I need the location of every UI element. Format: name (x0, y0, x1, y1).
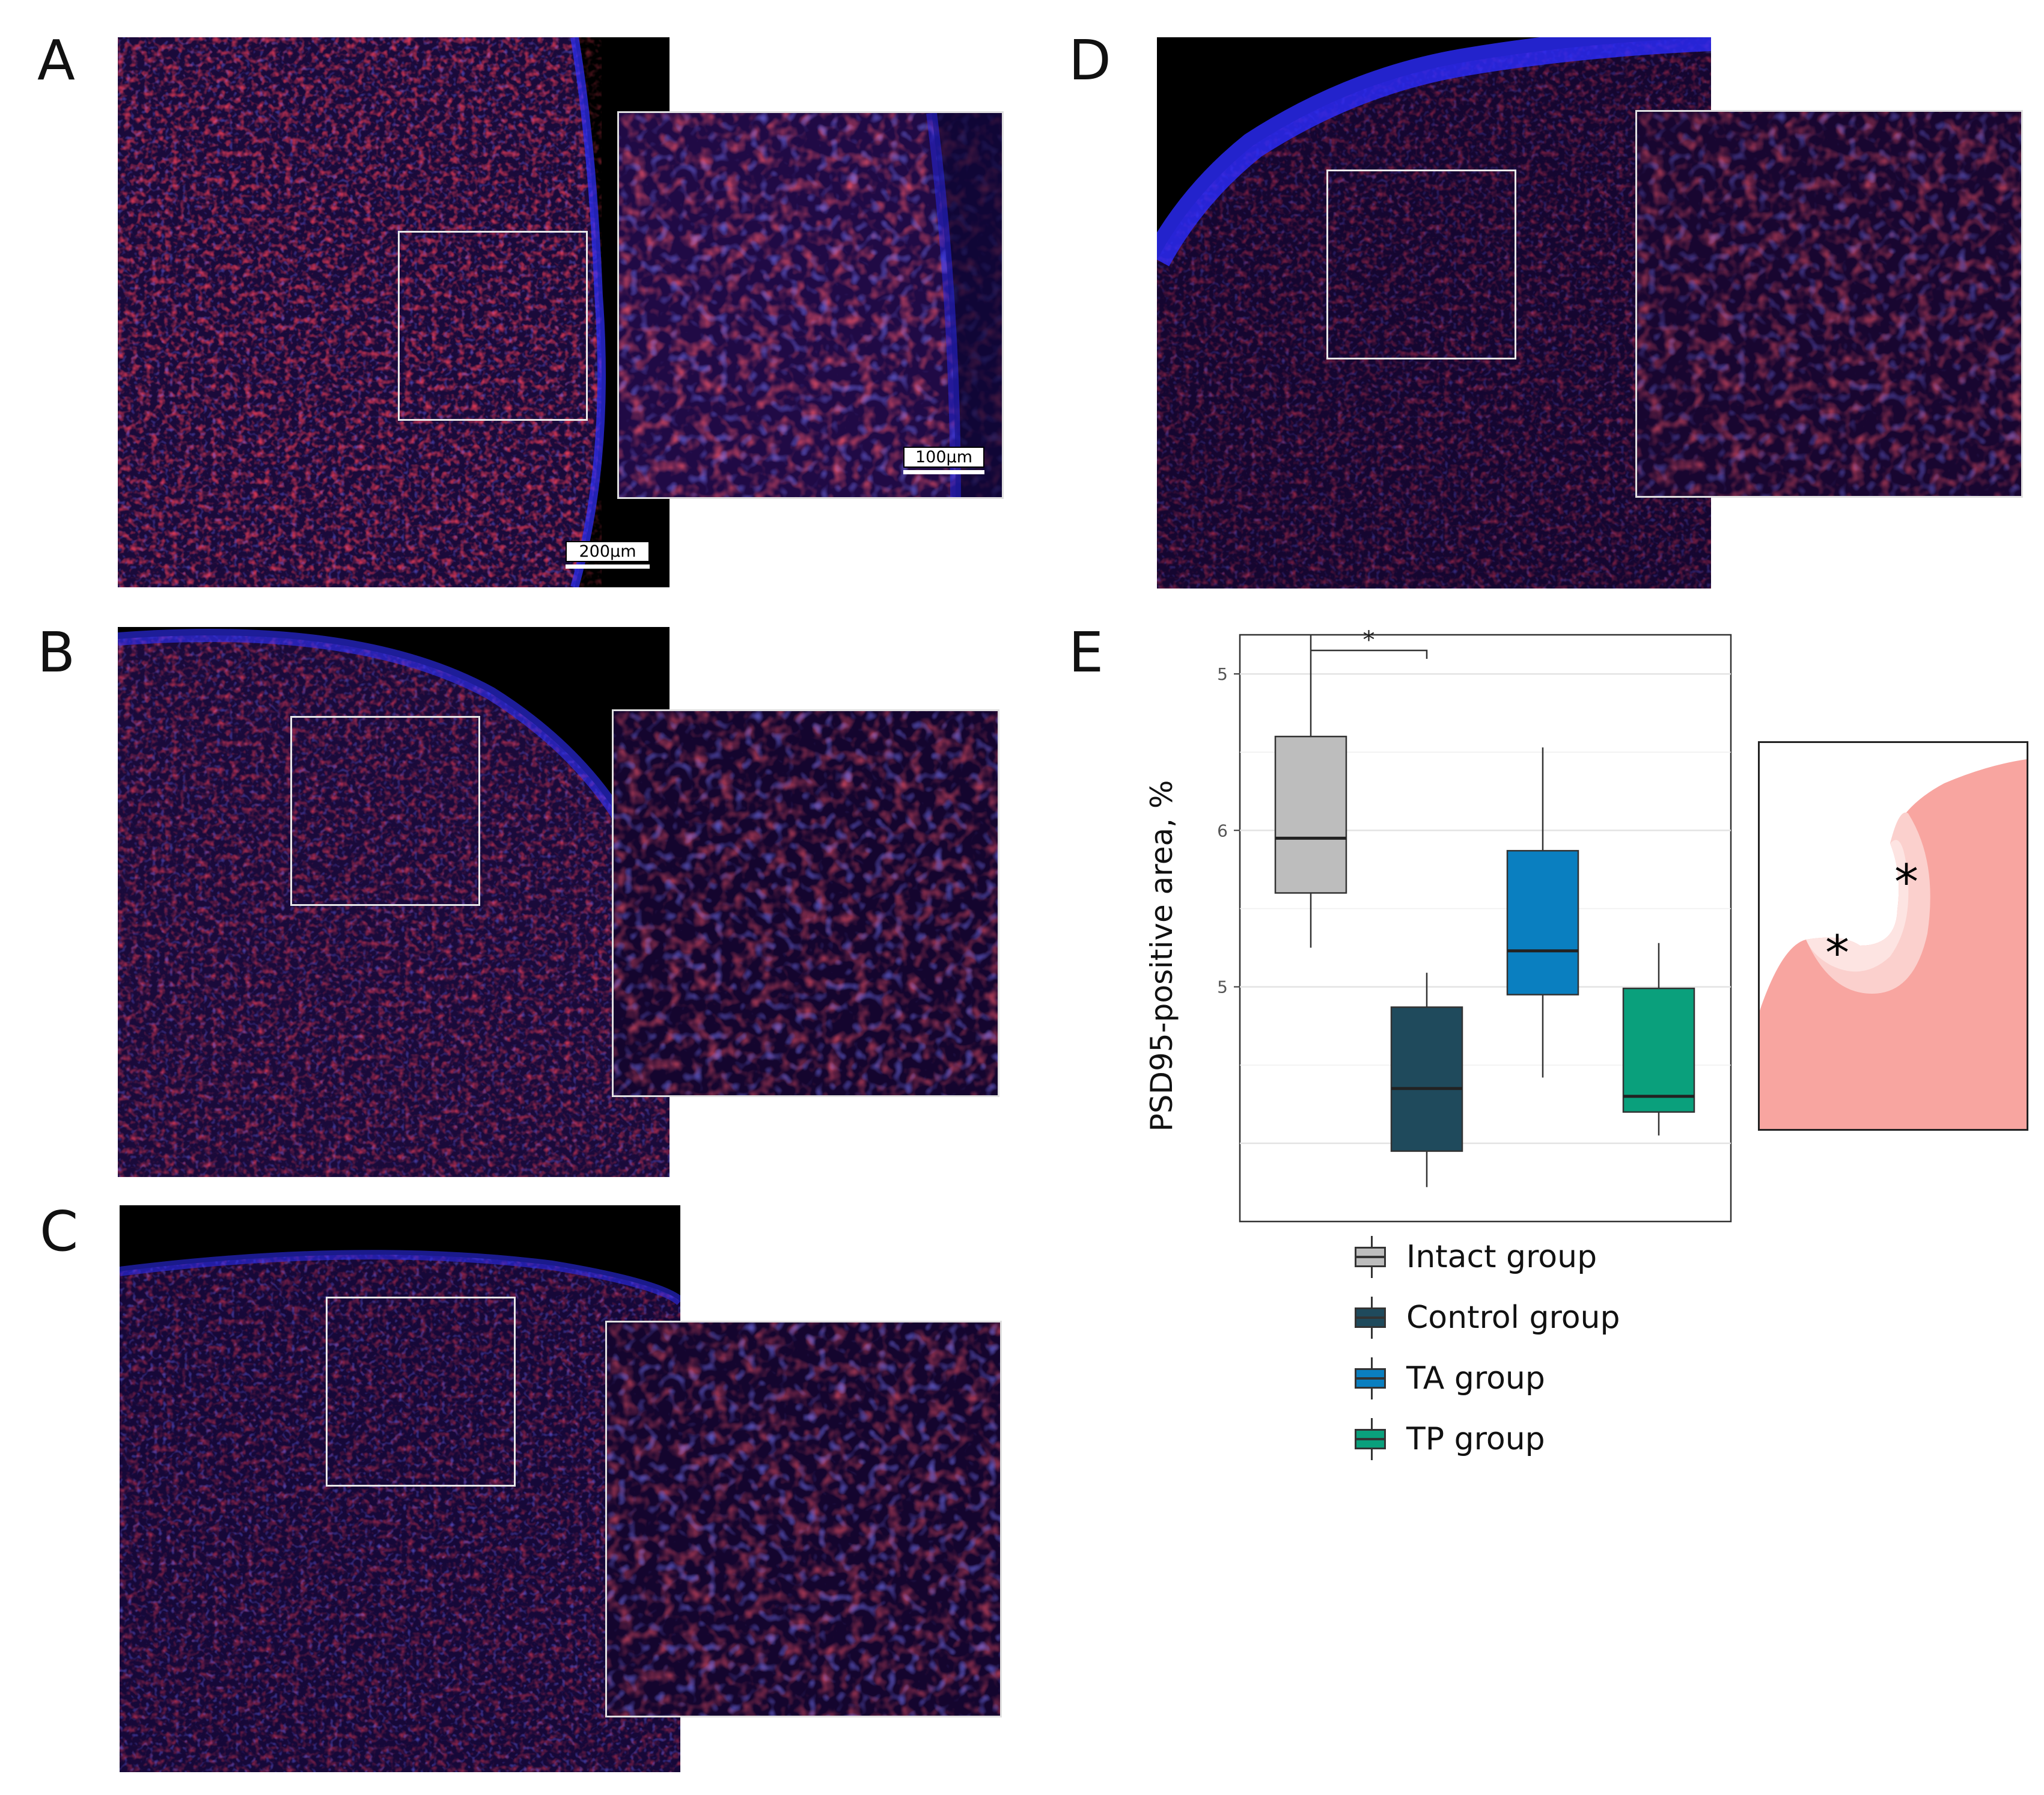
legend-label-tp-group: TP group (1406, 1420, 1545, 1457)
lesion-schematic: * * (1758, 741, 2028, 1131)
plot-frame (1239, 634, 1732, 1223)
panel-label-e: E (1069, 620, 1104, 685)
panel-label-c: C (40, 1199, 79, 1264)
panel-c-roi-box (326, 1297, 516, 1487)
legend-item-intact-group: Intact group (1351, 1226, 1620, 1287)
legend-item-ta-group: TA group (1351, 1348, 1620, 1408)
legend-item-control-group: Control group (1351, 1287, 1620, 1348)
panel-d-inset (1635, 110, 2023, 498)
panel-label-d: D (1069, 28, 1111, 93)
panel-a-scalebar: 200µm (566, 541, 650, 569)
panel-d-inset-tissue (1637, 112, 2021, 496)
panel-a-inset-scalebar-line (903, 470, 984, 475)
legend-key-intact-group (1351, 1235, 1393, 1278)
schematic-marker-1: * (1894, 854, 1918, 910)
panel-b-inset (612, 709, 999, 1097)
panel-a-inset-scalebar-label: 100µm (903, 447, 984, 468)
panel-a-tissue (118, 37, 606, 587)
legend-item-tp-group: TP group (1351, 1408, 1620, 1469)
significance-marker: * (1363, 626, 1375, 654)
box-plot: PSD95-positive area, % 5 6 5 * (1144, 626, 1732, 1223)
significance-bracket (1311, 649, 1428, 659)
panel-a-inset-tissue (619, 113, 1002, 497)
panel-b-inset-tissue (614, 711, 998, 1095)
panel-b-micrograph (118, 627, 670, 1177)
panel-d-tissue (1157, 37, 1711, 589)
panel-d-roi-box (1326, 170, 1516, 359)
panel-a-scalebar-label: 200µm (566, 541, 650, 563)
legend-key-control-group (1351, 1296, 1393, 1339)
y-tick-label: 6 (1217, 821, 1228, 840)
panel-label-a: A (37, 28, 75, 93)
panel-c-micrograph (120, 1205, 680, 1772)
legend-key-tp-group (1351, 1417, 1393, 1460)
legend-label-control-group: Control group (1406, 1299, 1620, 1336)
panel-b-tissue (118, 629, 670, 1177)
legend-label-ta-group: TA group (1406, 1360, 1545, 1396)
schematic-marker-2: * (1825, 925, 1849, 981)
panel-a-scalebar-line (566, 564, 650, 569)
intact-group-box (1274, 735, 1347, 894)
control-group-box (1390, 1006, 1463, 1152)
panel-d-micrograph (1157, 37, 1711, 589)
panel-b-roi-box (290, 716, 480, 906)
panel-a-inset: 100µm (617, 111, 1004, 499)
schematic-lesion-inner (1806, 840, 1909, 972)
y-axis-label: PSD95-positive area, % (1144, 780, 1179, 1132)
panel-label-b: B (37, 620, 76, 685)
panel-c-inset (605, 1321, 1002, 1717)
y-tick-label: 5 (1217, 977, 1228, 997)
panel-a-inset-scalebar: 100µm (903, 447, 984, 475)
panel-a-micrograph: 200µm (118, 37, 670, 587)
ta-group-box (1506, 849, 1579, 995)
legend-key-ta-group (1351, 1357, 1393, 1399)
tp-group-box (1622, 987, 1695, 1113)
panel-c-inset-tissue (607, 1323, 1000, 1716)
panel-c-tissue (120, 1250, 680, 1772)
legend-label-intact-group: Intact group (1406, 1238, 1597, 1275)
panel-a-roi-box (398, 231, 588, 421)
y-tick-label: 5 (1217, 664, 1228, 684)
